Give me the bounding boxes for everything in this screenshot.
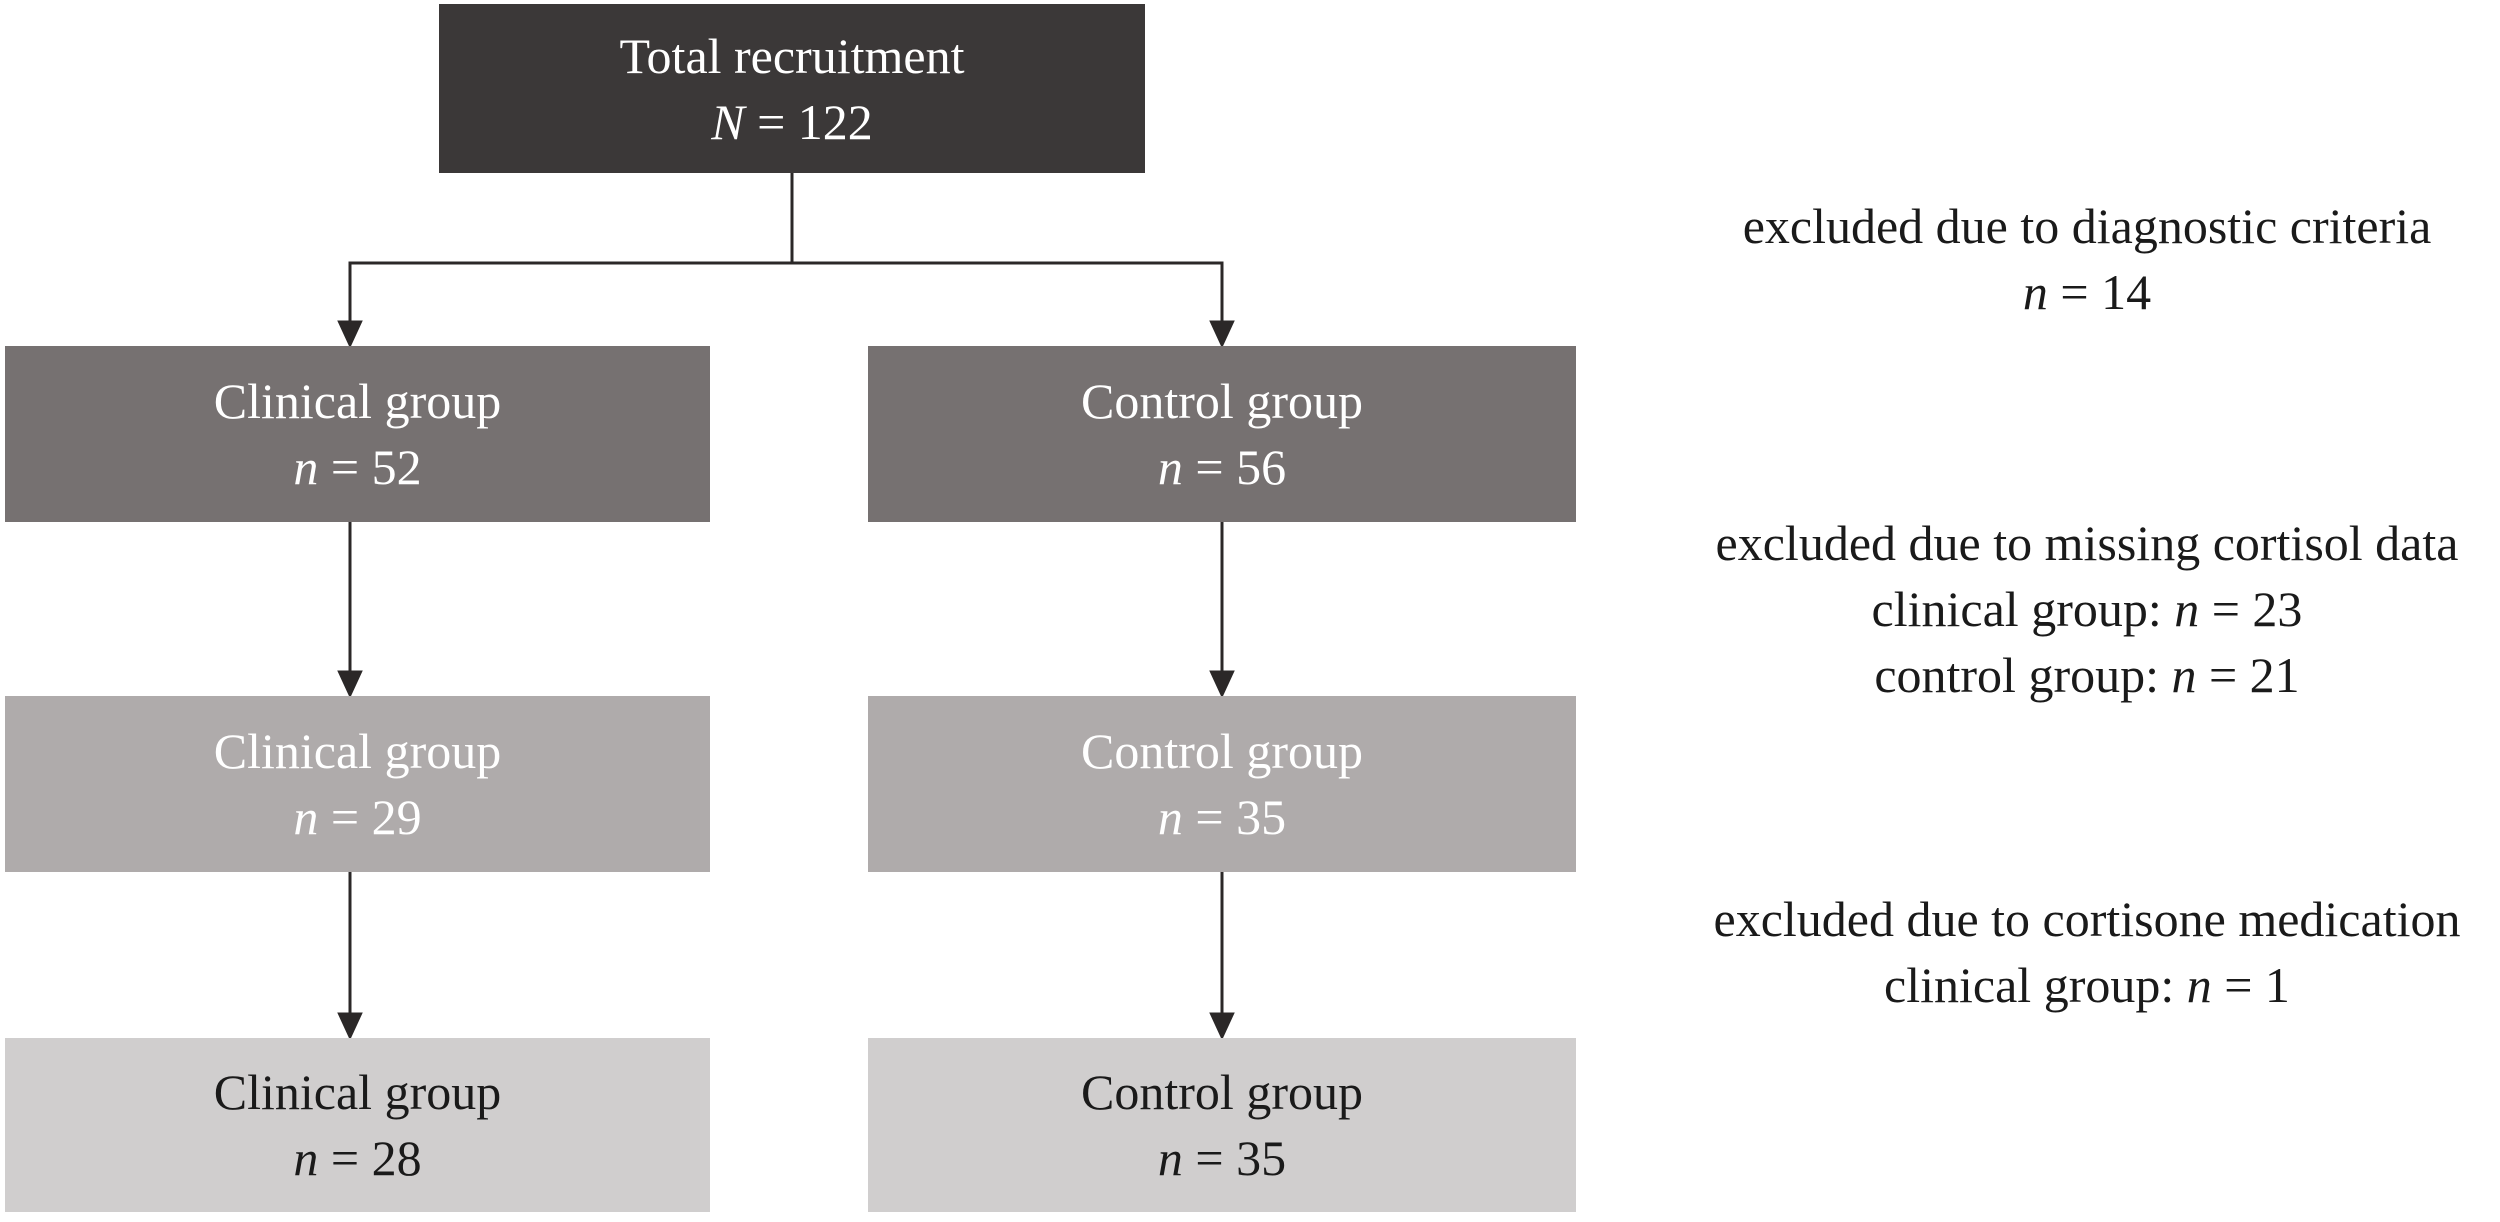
n-symbol: n [1157,789,1183,845]
node-control-group-35-mid: Control group n = 35 [868,696,1576,872]
annotation-cortisol-exclusion: excluded due to missing cortisol data cl… [1650,510,2500,708]
annotation-line: clinical group: n = 23 [1650,576,2500,642]
n-symbol: n [293,439,319,495]
annotation-line: clinical group: n = 1 [1650,952,2500,1018]
annotation-cortisone-exclusion: excluded due to cortisone medication cli… [1650,886,2500,1018]
arrow-down-icon [1209,670,1235,699]
n-value: = 29 [318,789,422,845]
annotation-diagnostic-exclusion: excluded due to diagnostic criteria n = … [1650,193,2500,325]
node-control-group-56: Control group n = 56 [868,346,1576,522]
node-count: n = 28 [5,1125,710,1191]
group-label: control group: [1874,647,2172,703]
annotation-line: n = 14 [1650,259,2500,325]
n-value: = 28 [318,1130,422,1186]
node-count: N = 122 [439,89,1145,155]
annotation-line: excluded due to missing cortisol data [1715,515,2459,571]
annotation-line: excluded due to diagnostic criteria [1742,198,2432,254]
group-label: clinical group: [1884,957,2187,1013]
node-count: n = 35 [868,784,1576,850]
node-title: Clinical group [213,723,502,779]
n-symbol: n [2171,647,2197,703]
node-title: Total recruitment [619,27,965,84]
node-control-group-35-final: Control group n = 35 [868,1038,1576,1212]
arrow-down-icon [337,670,363,699]
node-clinical-group-52: Clinical group n = 52 [5,346,710,522]
n-value: = 56 [1182,439,1287,495]
n-symbol: n [1157,439,1183,495]
node-count: n = 56 [868,434,1576,500]
n-symbol: n [2174,581,2200,637]
n-value: = 35 [1182,789,1287,845]
n-symbol: n [293,1130,319,1186]
n-value: = 122 [744,93,873,150]
group-label: clinical group: [1871,581,2175,637]
node-count: n = 35 [868,1125,1576,1191]
n-value: = 14 [2047,264,2152,320]
n-symbol: N [711,93,745,150]
n-value: = 52 [318,439,422,495]
n-symbol: n [2186,957,2212,1013]
n-symbol: n [293,789,319,845]
arrow-down-icon [1209,1012,1235,1041]
node-title: Control group [1081,1064,1363,1120]
n-value: = 23 [2199,581,2303,637]
node-title: Clinical group [213,1064,502,1120]
node-count: n = 52 [5,434,710,500]
node-clinical-group-29: Clinical group n = 29 [5,696,710,872]
n-symbol: n [2022,264,2048,320]
annotation-line: excluded due to cortisone medication [1713,891,2461,947]
arrow-down-icon [337,320,363,349]
annotation-line: control group: n = 21 [1650,642,2500,708]
arrow-down-icon [337,1012,363,1041]
n-value: = 35 [1182,1130,1287,1186]
node-count: n = 29 [5,784,710,850]
node-title: Clinical group [213,373,502,429]
node-clinical-group-28: Clinical group n = 28 [5,1038,710,1212]
node-title: Control group [1081,723,1363,779]
node-total-recruitment: Total recruitment N = 122 [439,4,1145,173]
n-value: = 1 [2211,957,2290,1013]
arrow-down-icon [1209,320,1235,349]
n-value: = 21 [2196,647,2300,703]
n-symbol: n [1157,1130,1183,1186]
node-title: Control group [1081,373,1363,429]
